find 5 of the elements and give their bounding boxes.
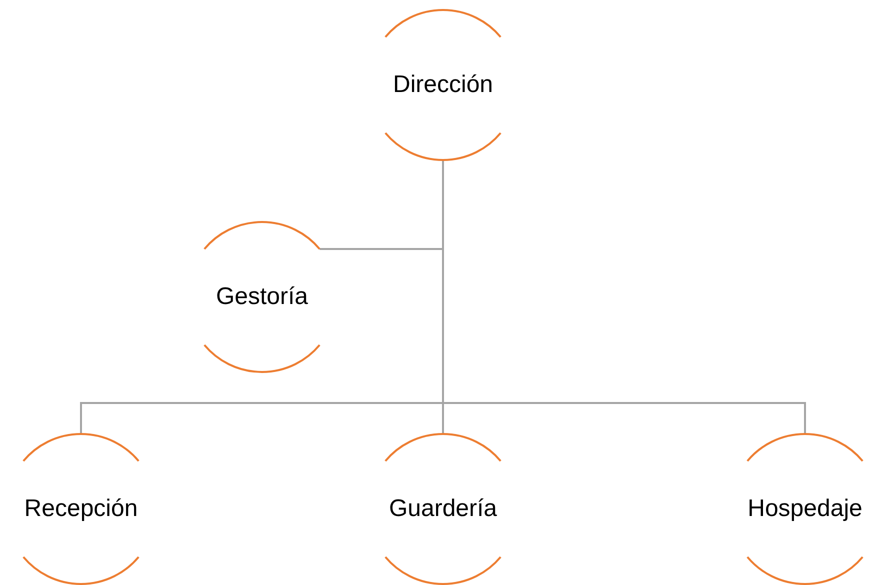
- node-label: Guardería: [388, 494, 498, 524]
- node-label: Recepción: [24, 494, 138, 524]
- node-label: Hospedaje: [748, 494, 862, 524]
- node-label: Dirección: [392, 70, 494, 100]
- node-label: Gestoría: [216, 282, 308, 312]
